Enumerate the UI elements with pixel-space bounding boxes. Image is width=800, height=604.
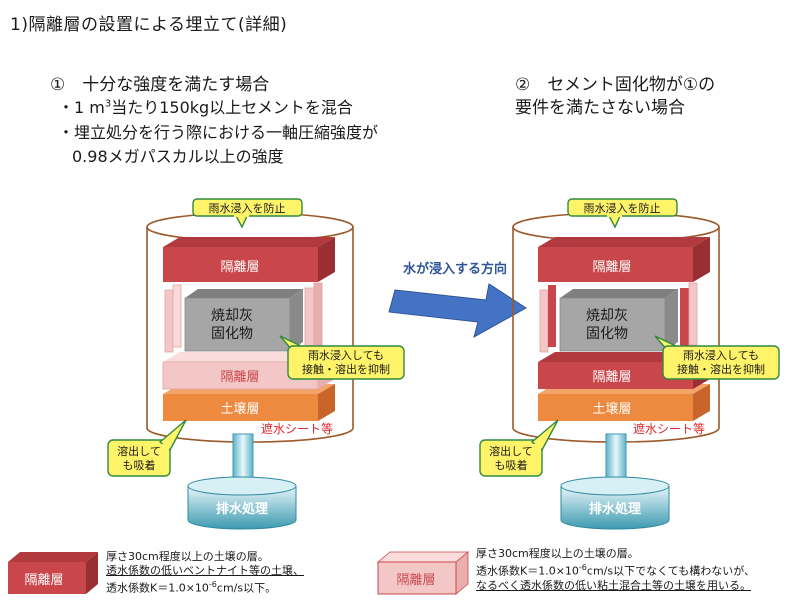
drain-label-right: 排水処理 — [589, 501, 641, 517]
legend-red-swatch — [8, 552, 98, 594]
isolation-layer-top-right — [538, 237, 710, 282]
callout-absorb-line2: も吸着 — [123, 458, 156, 472]
ash-block-right — [559, 289, 678, 352]
legend-red-desc: 厚さ30cm程度以上の土壌の層。 透水係数の低いベントナイト等の土壌、 透水係数… — [106, 550, 304, 596]
callout-absorb-line1: 溶出して — [117, 444, 161, 458]
isolation-side-walls — [164, 282, 323, 353]
legend-pink-desc: 厚さ30cm程度以上の土壌の層。 透水係数K＝1.0×10-6cm/s以下でなく… — [476, 547, 755, 593]
isolation-bottom-label-right: 隔離層 — [592, 370, 631, 385]
legend-red-line3: 透水係数K＝1.0×10-6cm/s以下。 — [106, 580, 277, 595]
soil-layer-label-right: 土壌層 — [592, 402, 631, 417]
callout-contact-line1: 雨水浸入しても — [308, 349, 384, 362]
callout-rain-prevent-text-right: 雨水浸入を防止 — [584, 201, 661, 215]
callout-absorb-right — [479, 419, 559, 477]
isolation-layer-top — [163, 237, 335, 282]
callout-contact-suppress — [279, 335, 405, 380]
ash-label-line2-right: 固化物 — [586, 326, 628, 342]
isolation-top-label: 隔離層 — [220, 260, 259, 275]
callout-rain-prevent — [192, 198, 303, 229]
diagram-case2: 排水処理 土壌層 隔離層 焼却灰 固化物 — [479, 198, 780, 530]
ash-label-line2: 固化物 — [211, 326, 253, 342]
legend-red-line2: 透水係数の低いベントナイト等の土壌、 — [106, 564, 304, 577]
case2-heading-line2: 要件を満たさない場合 — [515, 98, 685, 118]
ash-label-line1-right: 焼却灰 — [586, 308, 628, 324]
callout-contact-line2: 接触・溶出を抑制 — [302, 362, 390, 376]
callout-contact-line2-right: 接触・溶出を抑制 — [677, 362, 765, 376]
legend-pink-swatch — [376, 551, 470, 595]
water-direction-label: 水が浸入する方向 — [403, 261, 507, 277]
case1-heading: ① 十分な強度を満たす場合 — [50, 75, 270, 95]
ash-label-line1: 焼却灰 — [211, 308, 253, 324]
sheet-label: 遮水シート等 — [261, 421, 333, 436]
case1-bullet2-line2: 0.98メガパスカル以上の強度 — [72, 147, 284, 166]
isolation-side-walls-right — [539, 282, 698, 353]
callout-contact-suppress-right — [654, 335, 780, 380]
callout-absorb — [107, 419, 187, 477]
diagram-case1: 排水処理 土壌層 隔離層 焼却灰 固化物 — [107, 198, 405, 530]
drain-tank — [187, 476, 297, 530]
drain-tank-right — [560, 476, 670, 530]
callout-absorb-line2-right: も吸着 — [495, 458, 528, 472]
callout-absorb-line1-right: 溶出して — [489, 444, 533, 458]
isolation-bottom-label: 隔離層 — [220, 370, 259, 385]
isolation-top-label-right: 隔離層 — [592, 260, 631, 275]
legend-red-label: 隔離層 — [24, 573, 63, 588]
page-title: 1)隔離層の設置による埋立て(詳細) — [10, 15, 288, 35]
case1-bullet1: ・1 m3当たり150kg以上セメントを混合 — [58, 98, 353, 117]
drain-label: 排水処理 — [216, 501, 268, 517]
case1-bullet2-line1: ・埋立処分を行う際における一軸圧縮強度が — [58, 123, 379, 142]
callout-rain-prevent-text: 雨水浸入を防止 — [209, 201, 286, 215]
legend-pink-line1: 厚さ30cm程度以上の土壌の層。 — [476, 547, 639, 560]
legend-red-line1: 厚さ30cm程度以上の土壌の層。 — [106, 550, 269, 563]
legend-pink-line3: なるべく透水係数の低い粘土混合土等の土壌を用いる。 — [476, 578, 751, 592]
water-direction-arrow — [388, 283, 527, 339]
soil-layer-label: 土壌層 — [220, 402, 259, 417]
legend-pink-label: 隔離層 — [396, 573, 435, 588]
sheet-label-right: 遮水シート等 — [633, 421, 705, 436]
case2-heading-line1: ② セメント固化物が①の — [515, 75, 716, 95]
callout-rain-prevent-right — [567, 198, 678, 229]
callout-contact-line1-right: 雨水浸入しても — [683, 349, 759, 362]
ash-block — [184, 289, 303, 352]
legend-pink-line2: 透水係数K＝1.0×10-6cm/s以下でなくても構わないが、 — [476, 563, 756, 578]
